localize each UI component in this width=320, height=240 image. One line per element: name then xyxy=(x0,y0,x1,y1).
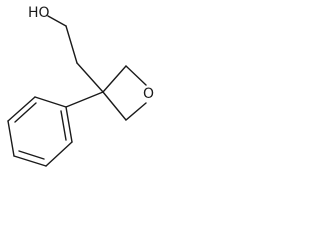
oxetane-bond-o-c4 xyxy=(125,102,147,121)
hydroxyl-label: HO xyxy=(28,5,50,21)
phenyl-bond-1 xyxy=(34,96,67,108)
phenyl-bond-2 xyxy=(7,96,36,122)
bond-ch2-ch2 xyxy=(65,25,78,64)
bond-oxygen-ch2 xyxy=(47,15,67,27)
phenyl-bond-3 xyxy=(7,120,15,157)
bond-quaternary-carbon-phenyl xyxy=(65,91,104,108)
oxetane-bond-c2-o xyxy=(125,65,147,86)
phenyl-double-bond-3 xyxy=(60,110,67,141)
oxetane-bond-c4-c3 xyxy=(102,91,127,121)
phenyl-double-bond-2 xyxy=(18,150,45,160)
phenyl-double-bond-1 xyxy=(14,102,37,123)
oxetane-oxygen-label: O xyxy=(143,86,154,102)
oxetane-bond-c3-c2 xyxy=(102,65,127,93)
chemical-structure: HO O xyxy=(7,5,154,167)
phenyl-bond-4 xyxy=(13,155,47,167)
phenyl-bond-6 xyxy=(65,106,73,143)
bond-ch2-quaternary-carbon xyxy=(76,62,104,93)
phenyl-bond-5 xyxy=(45,141,73,167)
